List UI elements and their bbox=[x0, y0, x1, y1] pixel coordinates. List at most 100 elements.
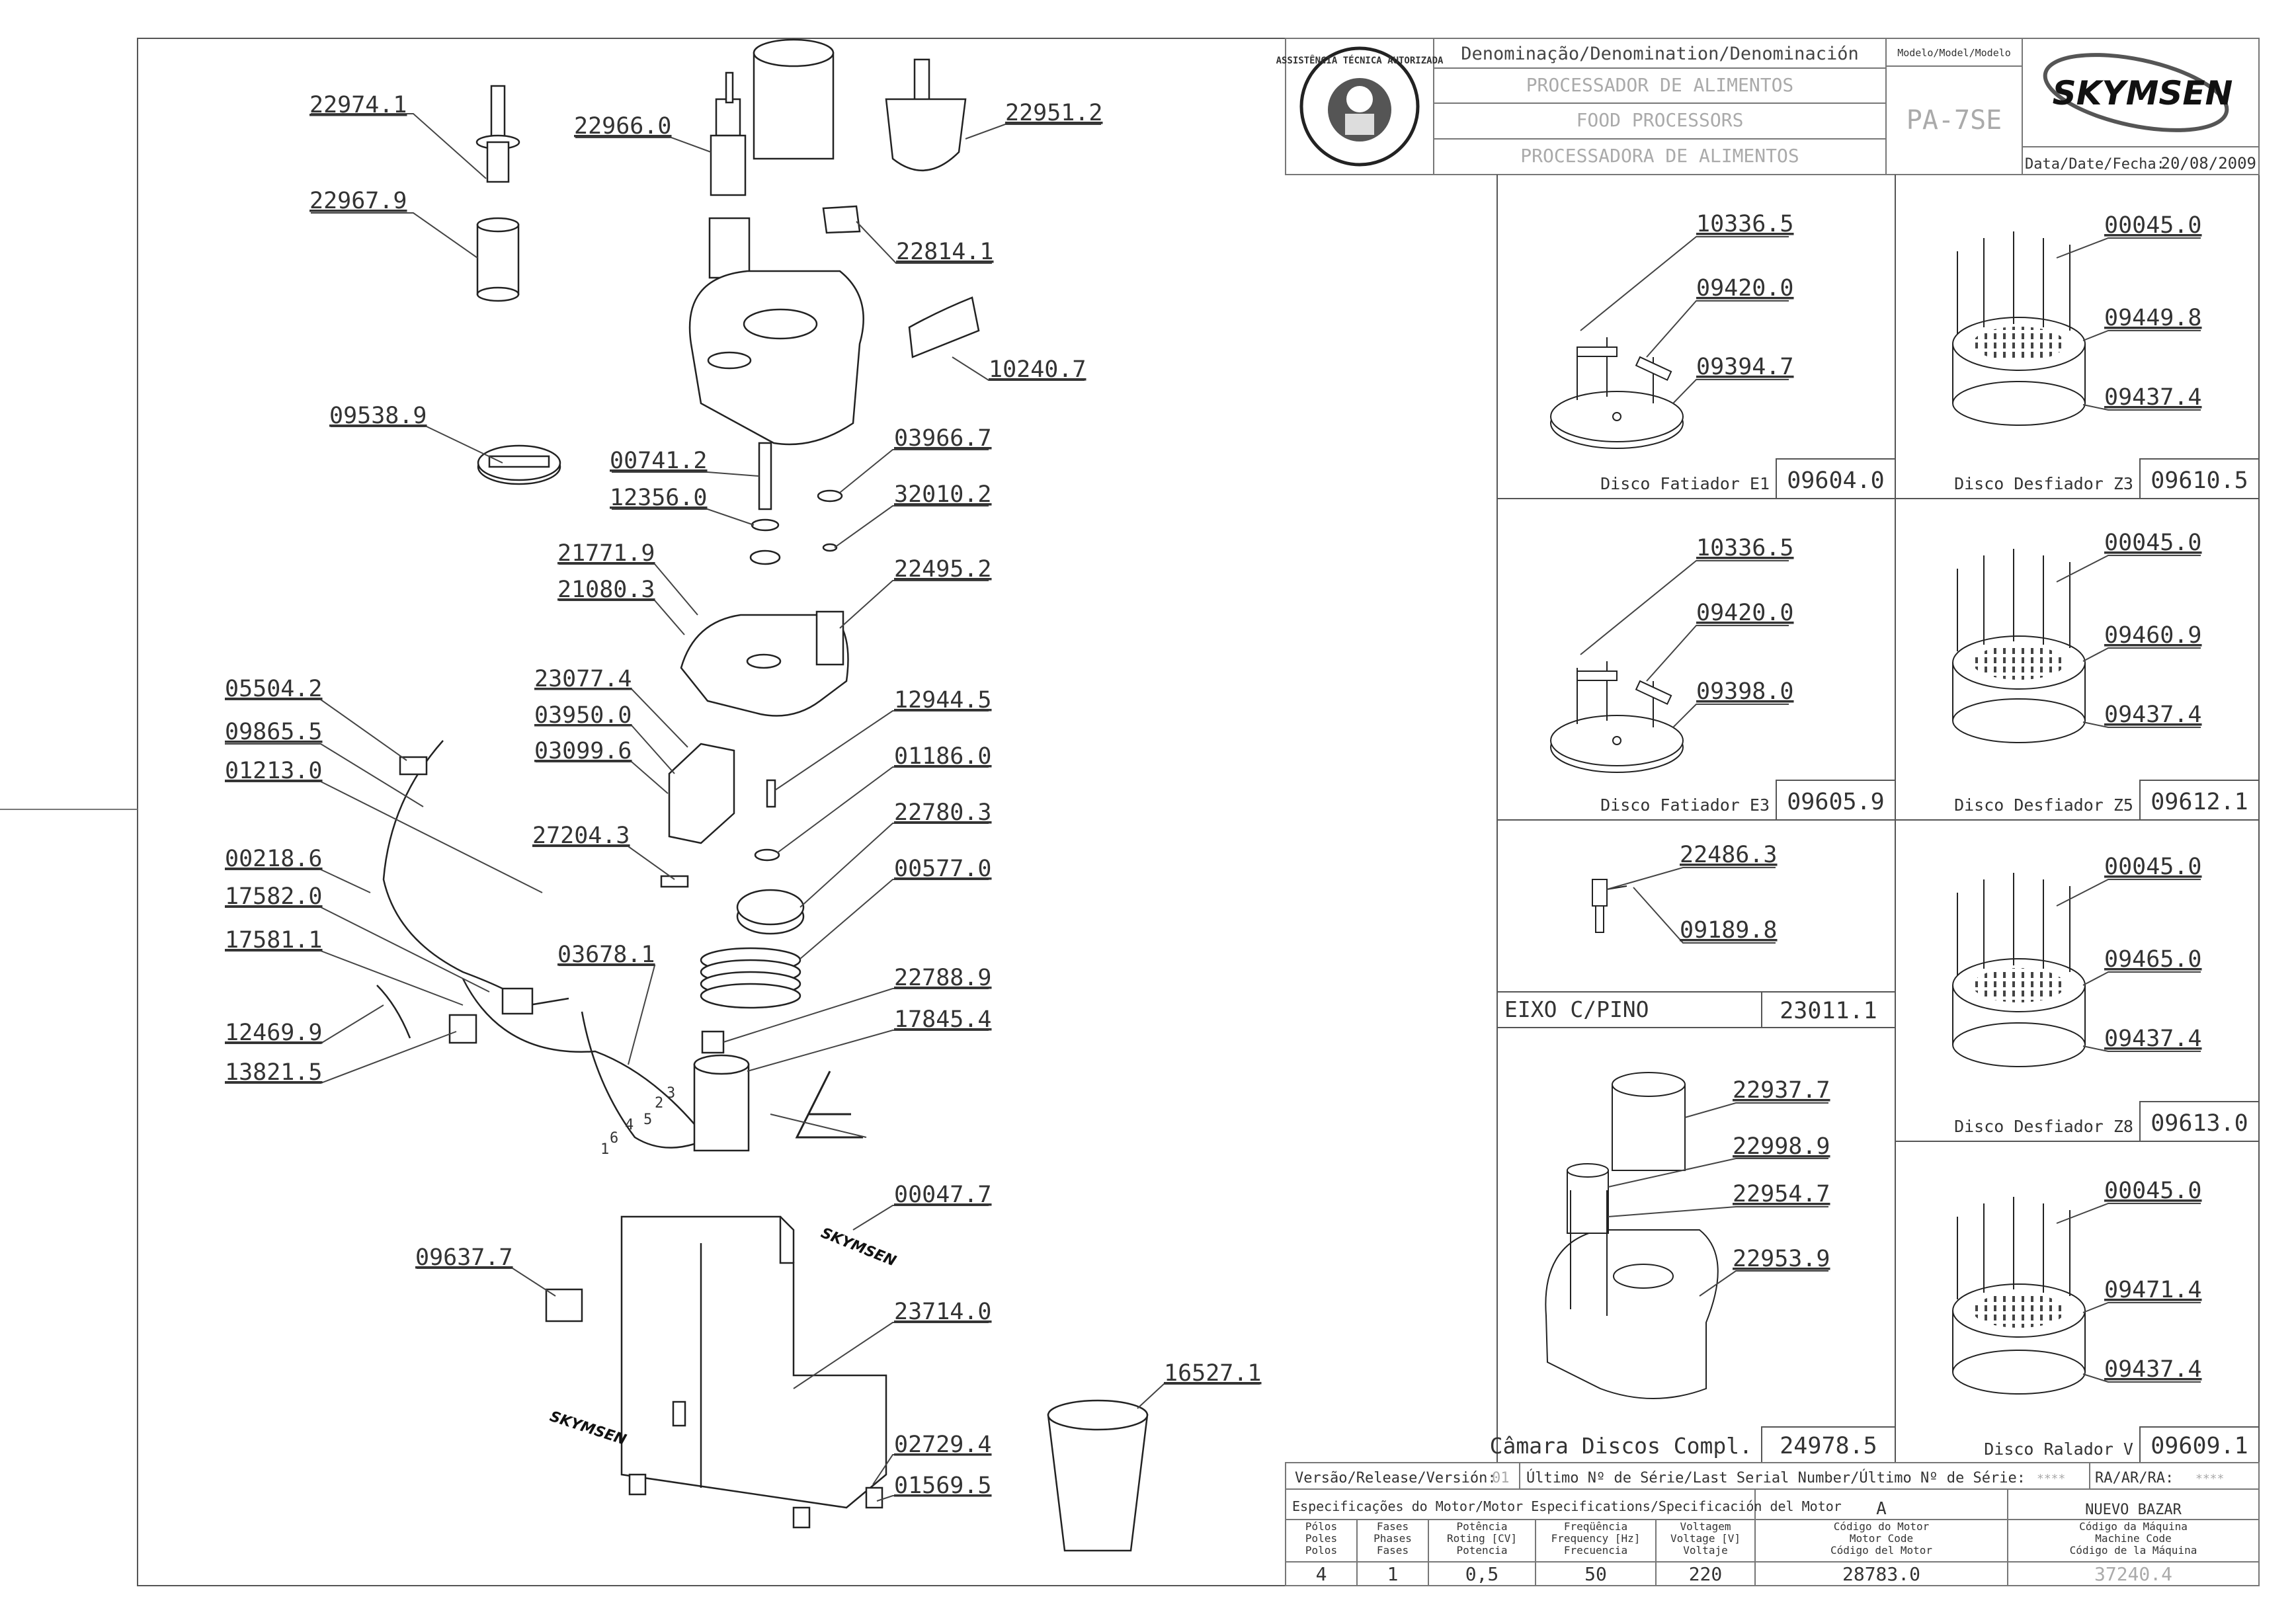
col-poles: Polos bbox=[1305, 1544, 1337, 1557]
kit-code: 09605.9 bbox=[1787, 789, 1885, 815]
kit-part-label: 09437.4 bbox=[2104, 1026, 2202, 1052]
part-label: 03950.0 bbox=[534, 702, 632, 729]
part-label: 17845.4 bbox=[894, 1006, 992, 1033]
kit-part-label: 09460.9 bbox=[2104, 622, 2202, 649]
kit-part-label: 00045.0 bbox=[2104, 530, 2202, 556]
col-machine: Código de la Máquina bbox=[2070, 1544, 2197, 1557]
slicer-disc-e1-drawing bbox=[1550, 337, 1684, 449]
kit-name: Câmara Discos Compl. bbox=[1490, 1433, 1752, 1459]
col-phases: Fases bbox=[1377, 1520, 1409, 1533]
denomination-en: FOOD PROCESSORS bbox=[1577, 109, 1744, 131]
leader-lines bbox=[225, 113, 1260, 1502]
detail-label: A bbox=[828, 1119, 832, 1126]
val-machine: 37240.4 bbox=[2094, 1563, 2172, 1585]
kit-code: 09612.1 bbox=[2151, 789, 2248, 815]
col-motor: Motor Code bbox=[1850, 1532, 1913, 1545]
kit-part-label: 00045.0 bbox=[2104, 854, 2202, 880]
kit-name: EIXO C/PINO bbox=[1504, 996, 1649, 1022]
col-power: Potencia bbox=[1456, 1544, 1507, 1557]
part-label: 00577.0 bbox=[894, 856, 992, 882]
part-label: 00741.2 bbox=[610, 448, 708, 474]
shaft-with-pin-drawing bbox=[1592, 879, 1627, 933]
shredder-disc-z8-drawing bbox=[1952, 873, 2086, 1067]
col-poles: Poles bbox=[1305, 1532, 1337, 1545]
revision-value: A bbox=[1876, 1499, 1887, 1519]
version-label: Versão/Release/Versión: bbox=[1295, 1470, 1496, 1486]
denomination-es: PROCESSADORA DE ALIMENTOS bbox=[1520, 145, 1799, 167]
part-label: 17581.1 bbox=[225, 927, 323, 954]
kit-labels: 10336.5 09420.0 09394.7 Disco Fatiador E… bbox=[1490, 211, 2248, 1459]
wire-number: 3 bbox=[667, 1085, 675, 1102]
spec-label: Especificações do Motor/Motor Especifica… bbox=[1292, 1498, 1842, 1514]
part-label: 22780.3 bbox=[894, 799, 992, 826]
part-label: 22967.9 bbox=[309, 188, 407, 214]
val-poles: 4 bbox=[1316, 1563, 1327, 1585]
slicer-disc-e3-drawing bbox=[1550, 661, 1684, 773]
denomination-header: Denominação/Denomination/Denominación bbox=[1461, 44, 1858, 64]
part-label: 03099.6 bbox=[534, 738, 632, 764]
part-label: 22495.2 bbox=[894, 556, 992, 583]
part-label: 05504.2 bbox=[225, 676, 323, 702]
kit-part-label: 09398.0 bbox=[1696, 678, 1794, 705]
part-label: 22974.1 bbox=[309, 92, 407, 118]
brand-logo: SKYMSEN bbox=[2053, 74, 2233, 112]
kit-part-label: 09465.0 bbox=[2104, 946, 2202, 973]
part-label: 00047.7 bbox=[894, 1182, 992, 1208]
kit-part-label: 22486.3 bbox=[1680, 842, 1778, 868]
cabinet-logo-side: SKYMSEN bbox=[548, 1408, 628, 1449]
part-label: 09538.9 bbox=[329, 403, 427, 429]
technical-seal bbox=[1299, 46, 1420, 167]
kit-name: Disco Desfiador Z8 bbox=[1954, 1117, 2133, 1136]
model-value: PA-7SE bbox=[1906, 105, 2002, 136]
part-label: 23077.4 bbox=[534, 666, 632, 692]
serial-label: Último Nº de Série/Last Serial Number/Úl… bbox=[1526, 1469, 2026, 1486]
col-power: Roting [CV] bbox=[1447, 1532, 1517, 1545]
col-freq: Frecuencia bbox=[1564, 1544, 1627, 1557]
kit-part-label: 09420.0 bbox=[1696, 275, 1794, 302]
val-motor: 28783.0 bbox=[1842, 1563, 1920, 1585]
part-label: 21080.3 bbox=[557, 577, 655, 603]
cabinet-logo-top: SKYMSEN bbox=[819, 1225, 899, 1270]
part-label: 00218.6 bbox=[225, 846, 323, 872]
part-label: 01569.5 bbox=[894, 1473, 992, 1499]
kit-code: 23011.1 bbox=[1780, 998, 1877, 1024]
version-value: 01 bbox=[1492, 1470, 1510, 1486]
part-label: 12469.9 bbox=[225, 1020, 323, 1046]
kit-name: Disco Ralador V bbox=[1984, 1440, 2133, 1459]
kit-part-label: 09189.8 bbox=[1680, 917, 1778, 944]
wire-numbers: 1 2 3 4 5 6 bbox=[600, 1085, 675, 1158]
part-label: 17582.0 bbox=[225, 883, 323, 910]
wire-number: 5 bbox=[643, 1112, 652, 1128]
part-label: 12944.5 bbox=[894, 687, 992, 713]
part-label: 22966.0 bbox=[574, 113, 672, 140]
kit-code: 09609.1 bbox=[2151, 1433, 2248, 1459]
kit-name: Disco Desfiador Z3 bbox=[1954, 474, 2133, 493]
seal-text: ASSISTÊNCIA TÉCNICA AUTORIZADA bbox=[1276, 55, 1444, 66]
part-label: 03966.7 bbox=[894, 425, 992, 452]
part-label: 22788.9 bbox=[894, 965, 992, 991]
ra-label: RA/AR/RA: bbox=[2095, 1470, 2174, 1486]
kit-part-label: 22937.7 bbox=[1733, 1077, 1830, 1104]
part-label: 12356.0 bbox=[610, 485, 708, 511]
ra-value: **** bbox=[2195, 1472, 2224, 1486]
shredder-disc-z3-drawing bbox=[1952, 231, 2086, 426]
val-freq: 50 bbox=[1584, 1563, 1607, 1585]
model-label: Modelo/Model/Modelo bbox=[1897, 47, 2011, 59]
col-volt: Voltage [V] bbox=[1670, 1532, 1741, 1545]
part-label: 03678.1 bbox=[557, 942, 655, 968]
kit-name: Disco Fatiador E3 bbox=[1600, 795, 1770, 815]
kit-part-label: 09449.8 bbox=[2104, 305, 2202, 331]
grater-disc-v-drawing bbox=[1952, 1197, 2086, 1395]
part-label: 27204.3 bbox=[532, 823, 630, 849]
kit-code: 09610.5 bbox=[2151, 467, 2248, 494]
part-label: 10240.7 bbox=[989, 356, 1086, 383]
kit-part-label: 09471.4 bbox=[2104, 1277, 2202, 1303]
col-freq: Freqüência bbox=[1564, 1520, 1627, 1533]
date-label: Data/Date/Fecha: bbox=[2025, 156, 2165, 173]
spec-table-text: Versão/Release/Versión: 01 Último Nº de … bbox=[1292, 1469, 2224, 1585]
kit-part-label: 09437.4 bbox=[2104, 702, 2202, 728]
col-volt: Voltagem bbox=[1680, 1520, 1731, 1533]
kit-part-label: 22953.9 bbox=[1733, 1246, 1830, 1272]
wire-number: 2 bbox=[655, 1095, 663, 1112]
